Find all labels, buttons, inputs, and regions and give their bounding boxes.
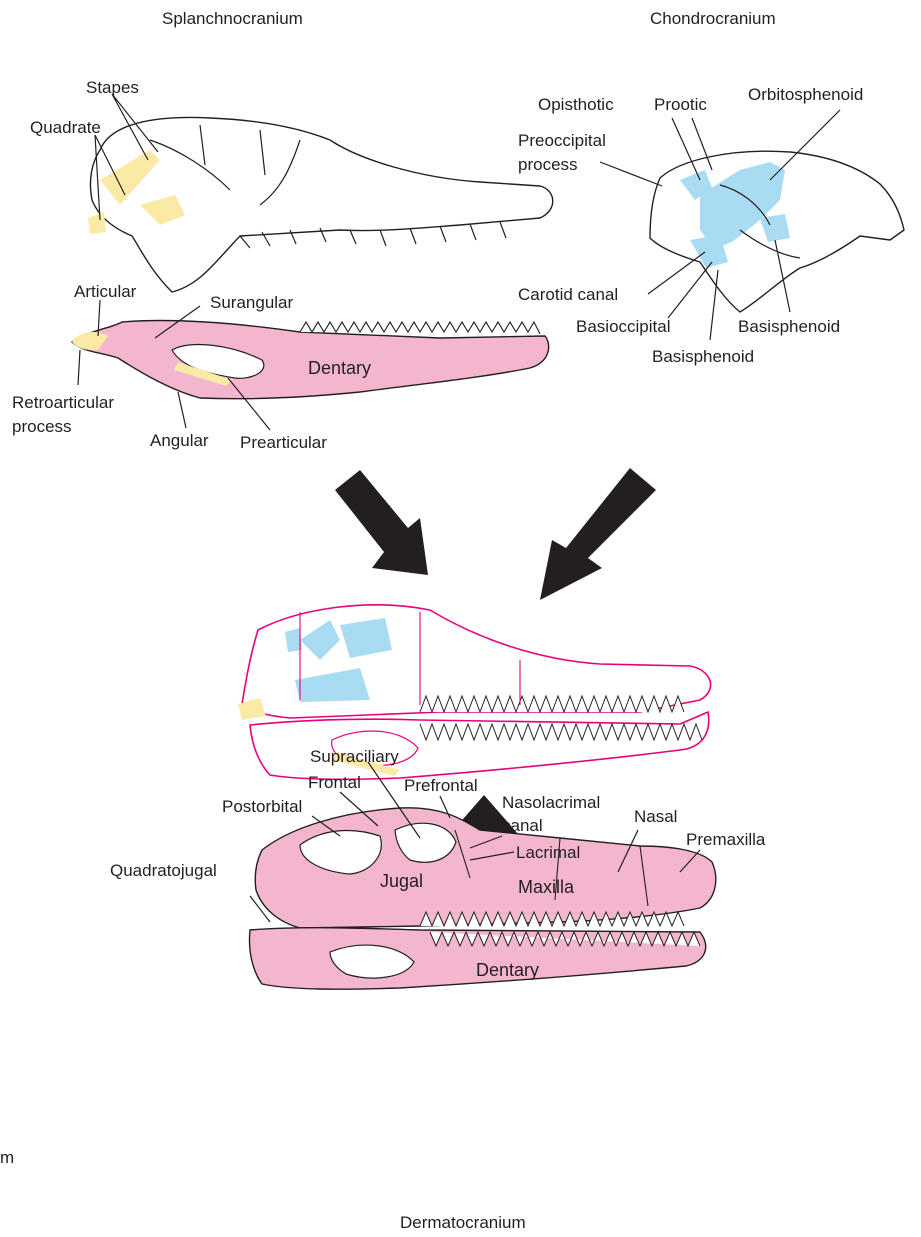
chondro-braincase <box>650 151 904 312</box>
label-preoccipital-1: Preoccipital <box>518 131 606 150</box>
label-basioccipital: Basioccipital <box>576 317 671 336</box>
basioccipital-leader <box>668 262 712 318</box>
label-nasal: Nasal <box>634 807 677 826</box>
label-preoccipital-2: process <box>518 155 578 174</box>
label-prefrontal: Prefrontal <box>404 776 478 795</box>
label-postorbital: Postorbital <box>222 797 302 816</box>
splanchno-upper-skull <box>88 117 553 292</box>
label-dermato-dentary: Dentary <box>476 960 539 980</box>
label-orbitosphenoid: Orbitosphenoid <box>748 85 863 104</box>
title-splanchnocranium: Splanchnocranium <box>162 9 303 28</box>
label-maxilla: Maxilla <box>518 877 575 897</box>
label-prootic: Prootic <box>654 95 707 114</box>
label-articular: Articular <box>74 282 137 301</box>
label-quadrate: Quadrate <box>30 118 101 137</box>
arrow-chondro-to-composite <box>540 468 656 600</box>
label-opisthotic: Opisthotic <box>538 95 614 114</box>
label-retroarticular-2: process <box>12 417 72 436</box>
label-prearticular: Prearticular <box>240 433 327 452</box>
label-jugal: Jugal <box>380 871 423 891</box>
label-quadratojugal: Quadratojugal <box>110 861 217 880</box>
retroarticular-leader <box>78 350 80 385</box>
label-carotid-canal: Carotid canal <box>518 285 618 304</box>
title-dermatocranium: Dermatocranium <box>400 1213 526 1232</box>
carotid-canal-leader <box>648 252 705 294</box>
edge-fragment-text: m <box>0 1148 14 1167</box>
title-chondrocranium: Chondrocranium <box>650 9 776 28</box>
label-nasolacrimal-1: Nasolacrimal <box>502 793 600 812</box>
label-frontal: Frontal <box>308 773 361 792</box>
label-surangular: Surangular <box>210 293 294 312</box>
label-retroarticular-1: Retroarticular <box>12 393 114 412</box>
label-nasolacrimal-2: canal <box>502 816 543 835</box>
label-stapes: Stapes <box>86 78 139 97</box>
label-lacrimal: Lacrimal <box>516 843 580 862</box>
label-angular: Angular <box>150 431 209 450</box>
label-basisphenoid-a: Basisphenoid <box>652 347 754 366</box>
label-supraciliary: Supraciliary <box>310 747 399 766</box>
label-splanchno-dentary: Dentary <box>308 358 371 378</box>
angular-leader <box>178 392 186 428</box>
composite-skull <box>238 605 711 779</box>
preoccipital-leader <box>600 162 662 186</box>
label-basisphenoid-b: Basisphenoid <box>738 317 840 336</box>
arrow-splanchno-to-composite <box>335 470 428 575</box>
label-premaxilla: Premaxilla <box>686 830 766 849</box>
